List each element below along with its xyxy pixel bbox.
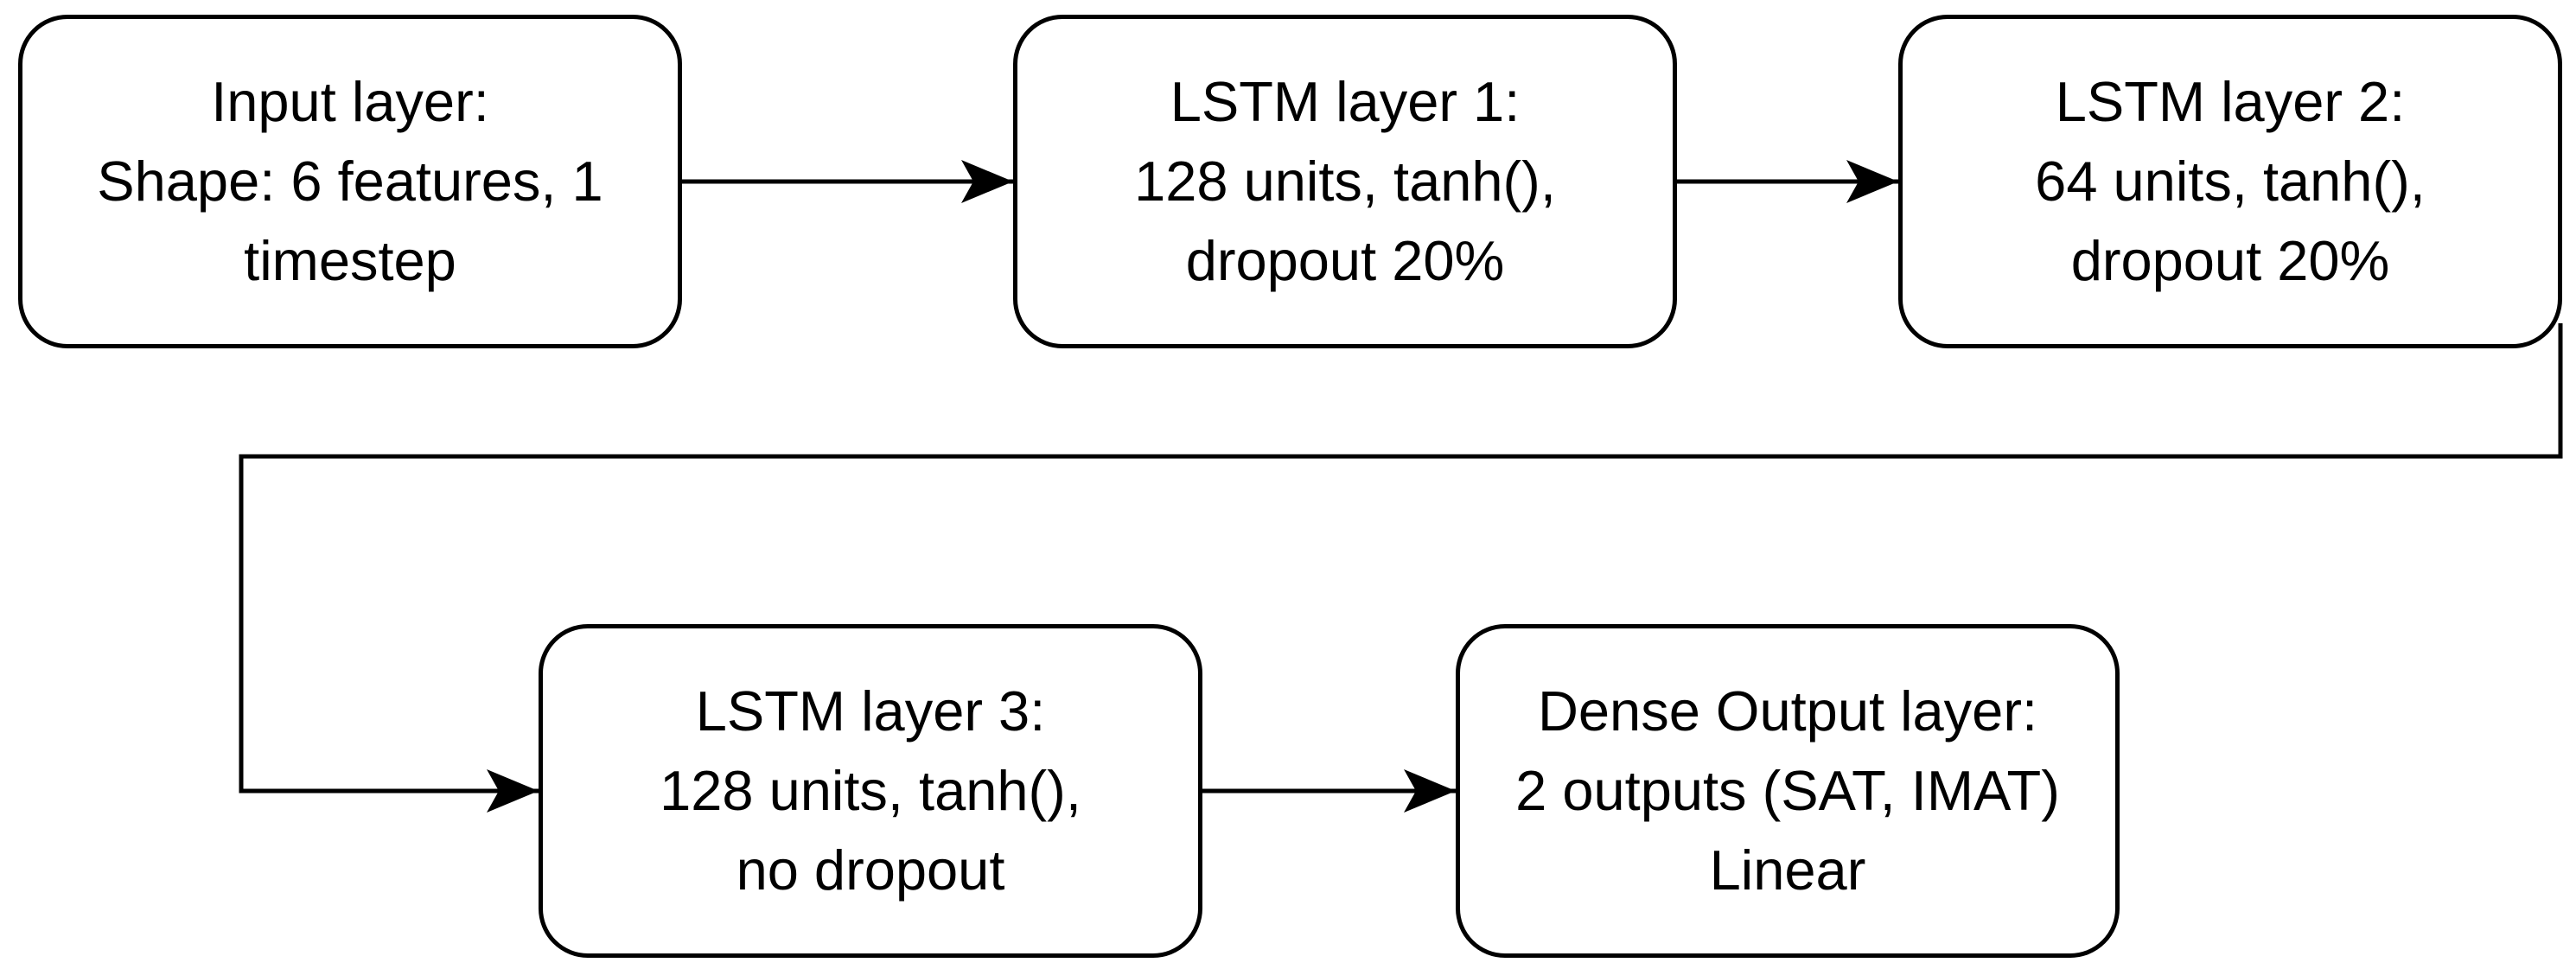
node-line: dropout 20%: [1185, 229, 1505, 292]
node-line: Shape: 6 features, 1: [97, 150, 603, 213]
node-line: timestep: [244, 229, 456, 292]
node-line: 64 units, tanh(),: [2035, 150, 2426, 213]
node-line: Linear: [1709, 838, 1866, 902]
node-line: Input layer:: [211, 70, 489, 133]
node-line: Dense Output layer:: [1537, 679, 2038, 743]
node-line: LSTM layer 3:: [695, 679, 1046, 743]
node-line: 128 units, tanh(),: [660, 759, 1081, 822]
arrow-lstm2-to-lstm3: [239, 323, 2563, 813]
lstm-layer-1-node: LSTM layer 1: 128 units, tanh(), dropout…: [1013, 15, 1677, 348]
node-line: no dropout: [736, 838, 1005, 902]
node-line: 2 outputs (SAT, IMAT): [1515, 759, 2060, 822]
node-line: dropout 20%: [2070, 229, 2390, 292]
node-line: 128 units, tanh(),: [1134, 150, 1556, 213]
node-line: LSTM layer 1:: [1170, 70, 1521, 133]
input-layer-node: Input layer: Shape: 6 features, 1 timest…: [18, 15, 682, 348]
lstm-layer-3-node: LSTM layer 3: 128 units, tanh(), no drop…: [539, 624, 1202, 958]
dense-output-layer-node: Dense Output layer: 2 outputs (SAT, IMAT…: [1456, 624, 2120, 958]
node-line: LSTM layer 2:: [2055, 70, 2406, 133]
lstm-layer-2-node: LSTM layer 2: 64 units, tanh(), dropout …: [1898, 15, 2562, 348]
